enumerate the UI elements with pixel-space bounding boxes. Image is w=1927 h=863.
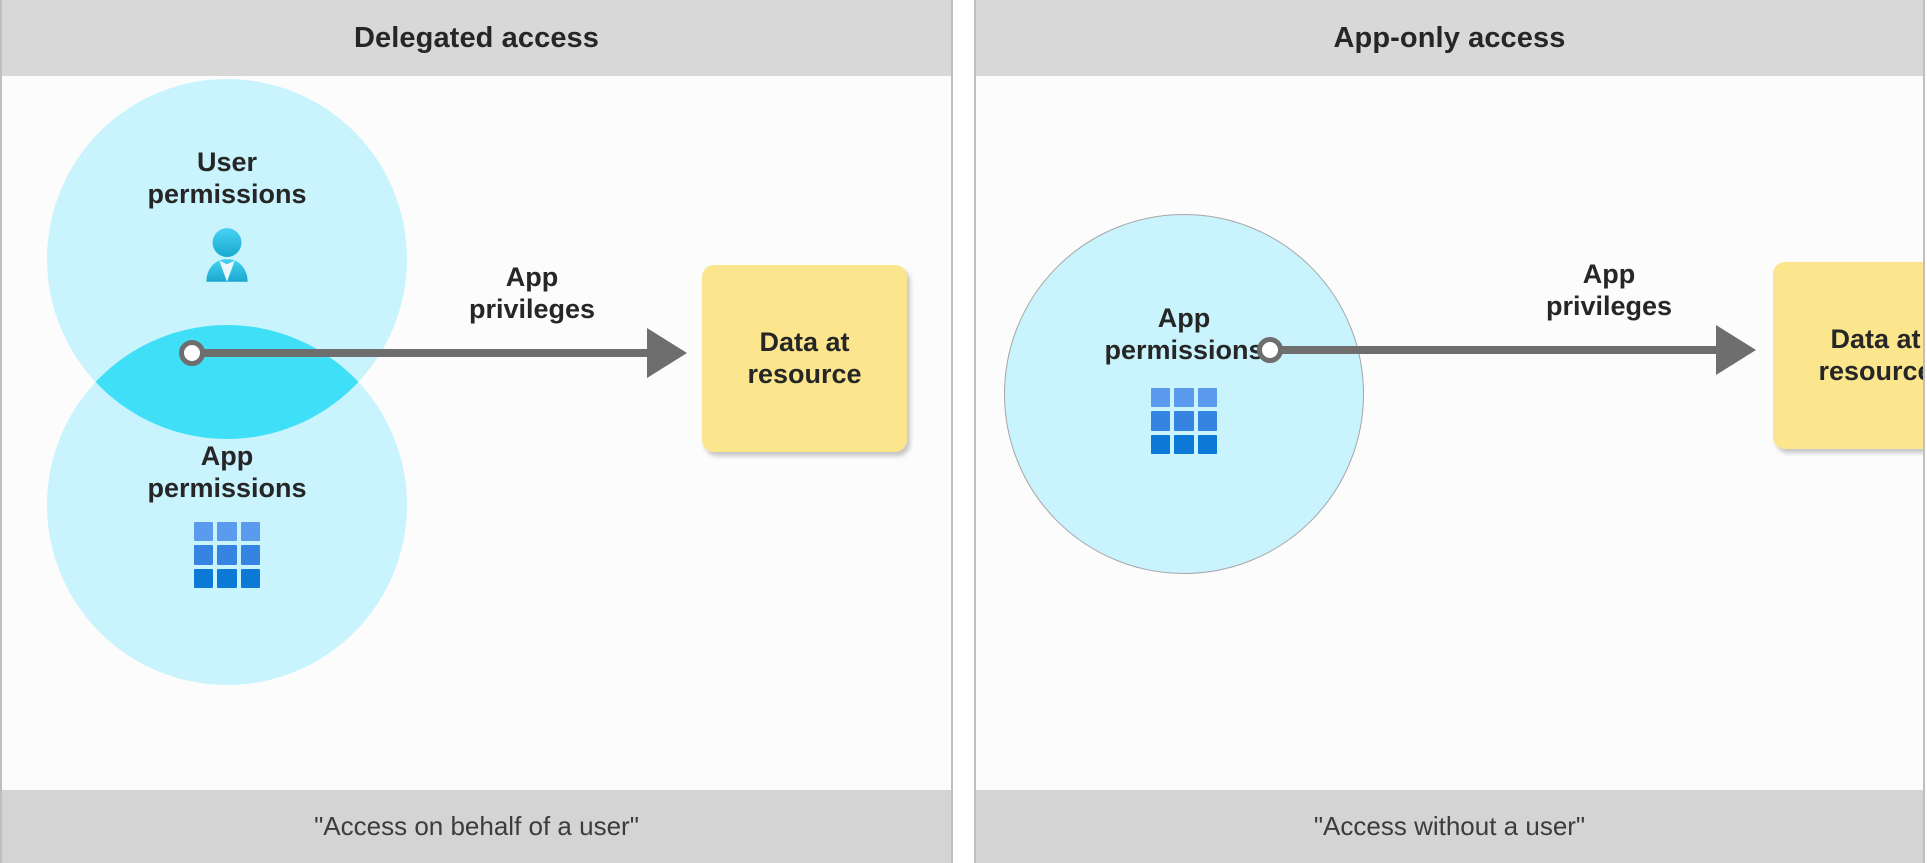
panel-app-only-access: App-only access App permissions App priv… — [974, 0, 1925, 863]
panel-body-delegated: User permissions App permissions — [2, 76, 951, 790]
circle-app-permissions: App permissions — [47, 325, 407, 685]
panel-caption-app-only: "Access without a user" — [976, 790, 1923, 863]
arrow-label-app-privileges-left: App privileges — [468, 262, 596, 324]
circle-app-permissions-right: App permissions — [1004, 214, 1364, 574]
panel-caption-delegated: "Access on behalf of a user" — [2, 790, 951, 863]
arrow-head-right — [1716, 325, 1756, 375]
grid-icon — [194, 522, 260, 589]
arrow-line-right — [1280, 346, 1720, 354]
panel-title-delegated: Delegated access — [2, 0, 951, 76]
person-icon — [206, 228, 248, 282]
panel-title-app-only: App-only access — [976, 0, 1923, 76]
arrow-label-app-privileges-right: App privileges — [1545, 259, 1673, 321]
panel-separator — [953, 0, 974, 863]
circle-user-permissions-label: User permissions — [147, 147, 307, 209]
resource-box-right: Data at resource — [1773, 262, 1923, 449]
arrow-head-left — [647, 328, 687, 378]
circle-app-permissions-right-label: App permissions — [1104, 303, 1264, 365]
grid-icon-right — [1151, 388, 1217, 455]
resource-box-left: Data at resource — [702, 265, 907, 452]
panel-delegated-access: Delegated access User permissions — [0, 0, 953, 863]
panel-body-app-only: App permissions App privileges Data at r… — [976, 76, 1923, 790]
arrow-line-left — [202, 349, 652, 357]
circle-app-permissions-label: App permissions — [147, 441, 307, 503]
